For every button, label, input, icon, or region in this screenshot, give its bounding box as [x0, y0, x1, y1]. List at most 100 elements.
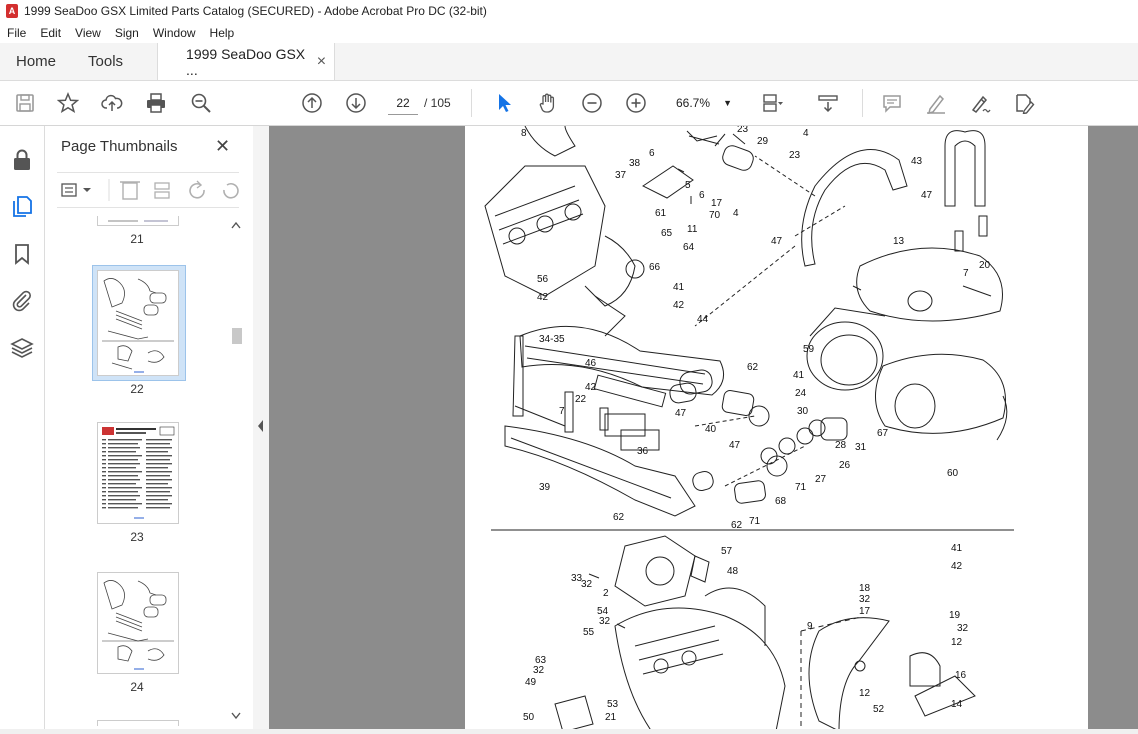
callout-label: 64: [683, 242, 695, 253]
rotate-right-icon[interactable]: [223, 182, 239, 199]
page-thumbnail-22[interactable]: [97, 270, 179, 376]
callout-label: 28: [835, 440, 847, 451]
page-thumbnail-25[interactable]: [97, 720, 179, 726]
callout-label: 21: [605, 712, 617, 723]
callout-label: 37: [615, 170, 627, 181]
scroll-mode-icon[interactable]: [816, 91, 840, 115]
callout-label: 20: [979, 260, 991, 271]
callout-label: 9: [807, 621, 813, 632]
callout-label: 6: [649, 148, 655, 159]
callout-label: 41: [951, 543, 963, 554]
hand-tool-icon[interactable]: [536, 91, 560, 115]
callout-label: 42: [585, 382, 597, 393]
select-cursor-icon[interactable]: [492, 91, 516, 115]
menu-window[interactable]: Window: [152, 25, 196, 40]
callout-label: 27: [815, 474, 827, 485]
callout-label: 31: [855, 442, 867, 453]
callout-label: 5: [685, 180, 691, 191]
zoom-search-icon[interactable]: [189, 91, 213, 115]
menu-bar: File Edit View Sign Window Help: [0, 22, 1138, 43]
highlight-pen-icon[interactable]: [924, 91, 948, 115]
layers-icon[interactable]: [10, 336, 34, 360]
callout-label: 53: [607, 699, 619, 710]
callout-label: 11: [687, 224, 698, 235]
acrobat-icon: A: [6, 4, 18, 18]
thumbnail-label: 23: [130, 530, 144, 544]
callout-label: 54: [597, 606, 609, 617]
next-page-icon[interactable]: [344, 91, 368, 115]
callout-label: 56: [537, 274, 549, 285]
window-title: 1999 SeaDoo GSX Limited Parts Catalog (S…: [24, 4, 487, 18]
close-tab-icon[interactable]: ×: [316, 52, 327, 70]
menu-view[interactable]: View: [75, 25, 101, 40]
page-thumbnail-23[interactable]: [97, 422, 179, 524]
callout-label: 47: [771, 236, 783, 247]
callout-label: 2: [603, 588, 609, 599]
previous-page-icon[interactable]: [300, 91, 324, 115]
callout-label: 43: [911, 156, 923, 167]
tab-tools[interactable]: Tools: [88, 53, 124, 70]
callout-label: 7: [559, 406, 565, 417]
callout-label: 7: [963, 268, 969, 279]
print-icon[interactable]: [144, 91, 168, 115]
callout-label: 29: [757, 136, 769, 147]
document-tab-label: 1999 SeaDoo GSX ...: [186, 45, 306, 78]
callout-label: 39: [539, 482, 551, 493]
callout-label: 50: [523, 712, 535, 723]
callout-label: 71: [749, 516, 761, 527]
menu-sign[interactable]: Sign: [114, 25, 139, 40]
callout-label: 32: [599, 616, 611, 627]
callout-label: 65: [661, 228, 673, 239]
menu-edit[interactable]: Edit: [40, 25, 62, 40]
callout-label: 30: [797, 406, 809, 417]
callout-label: 66: [649, 262, 661, 273]
callout-label: 12: [859, 688, 871, 699]
callout-label: 49: [525, 677, 537, 688]
callout-label: 40: [705, 424, 717, 435]
callout-label: 63: [535, 655, 547, 666]
bookmark-icon[interactable]: [10, 242, 34, 266]
page-number-input[interactable]: 22: [388, 92, 418, 115]
callout-label: 17: [859, 606, 871, 617]
callout-label: 47: [729, 440, 741, 451]
thumbnail-label: 24: [130, 680, 144, 694]
title-bar: A 1999 SeaDoo GSX Limited Parts Catalog …: [0, 0, 1138, 22]
attachment-icon[interactable]: [10, 288, 34, 312]
zoom-in-icon[interactable]: [624, 91, 648, 115]
page-thumbnail-24[interactable]: [97, 572, 179, 674]
fill-sign-icon[interactable]: [1012, 91, 1036, 115]
rotate-left-icon[interactable]: [189, 180, 205, 199]
callout-label: 70: [709, 210, 721, 221]
menu-file[interactable]: File: [7, 25, 27, 40]
callout-label: 52: [873, 704, 885, 715]
close-icon[interactable]: ✕: [215, 136, 231, 156]
callout-label: 42: [673, 300, 685, 311]
chevron-down-icon: ▼: [723, 98, 732, 108]
upload-cloud-icon[interactable]: [100, 91, 124, 115]
comment-icon[interactable]: [880, 91, 904, 115]
sign-pen-icon[interactable]: [968, 91, 992, 115]
delete-trash-icon[interactable]: [120, 181, 140, 200]
lock-icon[interactable]: [10, 148, 34, 172]
panel-splitter[interactable]: [253, 126, 269, 729]
callout-label: 71: [795, 482, 807, 493]
zoom-out-icon[interactable]: [580, 91, 604, 115]
menu-help[interactable]: Help: [209, 25, 235, 40]
extract-pages-icon[interactable]: [154, 182, 170, 199]
tab-document[interactable]: 1999 SeaDoo GSX ... ×: [157, 43, 336, 80]
callout-label: 22: [575, 394, 587, 405]
callout-label: 47: [921, 190, 933, 201]
tab-home[interactable]: Home: [16, 53, 57, 70]
save-icon[interactable]: [13, 91, 37, 115]
zoom-level-dropdown[interactable]: 66.7% ▼: [670, 92, 736, 114]
page-display-icon[interactable]: [760, 91, 784, 115]
options-menu-icon[interactable]: [61, 183, 91, 197]
star-icon[interactable]: [56, 91, 80, 115]
thumbnail-scrollbar[interactable]: [229, 218, 243, 724]
page-thumbnail-21[interactable]: [97, 216, 179, 226]
page-total: / 105: [424, 96, 451, 110]
page-thumbnails-icon[interactable]: [10, 194, 34, 218]
